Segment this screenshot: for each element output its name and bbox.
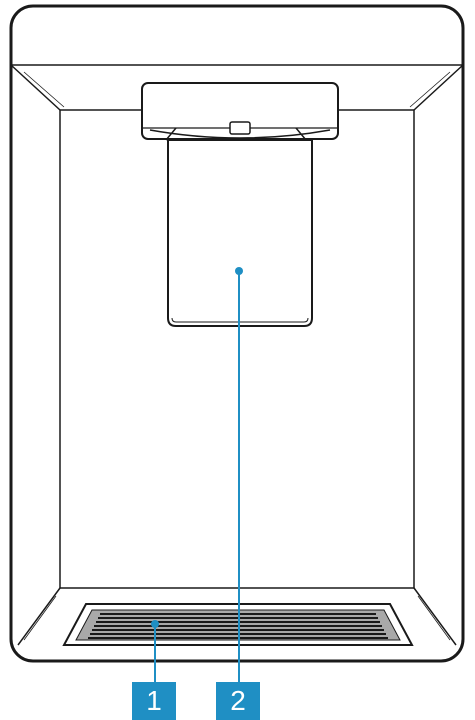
dispenser-housing bbox=[9, 4, 465, 663]
dispenser-lever bbox=[167, 139, 313, 327]
dispenser-head bbox=[141, 82, 339, 141]
callout-leaders bbox=[151, 267, 243, 682]
callout-badge-1: 1 bbox=[132, 682, 176, 720]
leader-dot-1 bbox=[151, 620, 159, 628]
leader-dot-2 bbox=[235, 267, 243, 275]
nozzle bbox=[229, 121, 251, 135]
niche-frame bbox=[10, 64, 464, 646]
callout-badge-2: 2 bbox=[216, 682, 260, 720]
